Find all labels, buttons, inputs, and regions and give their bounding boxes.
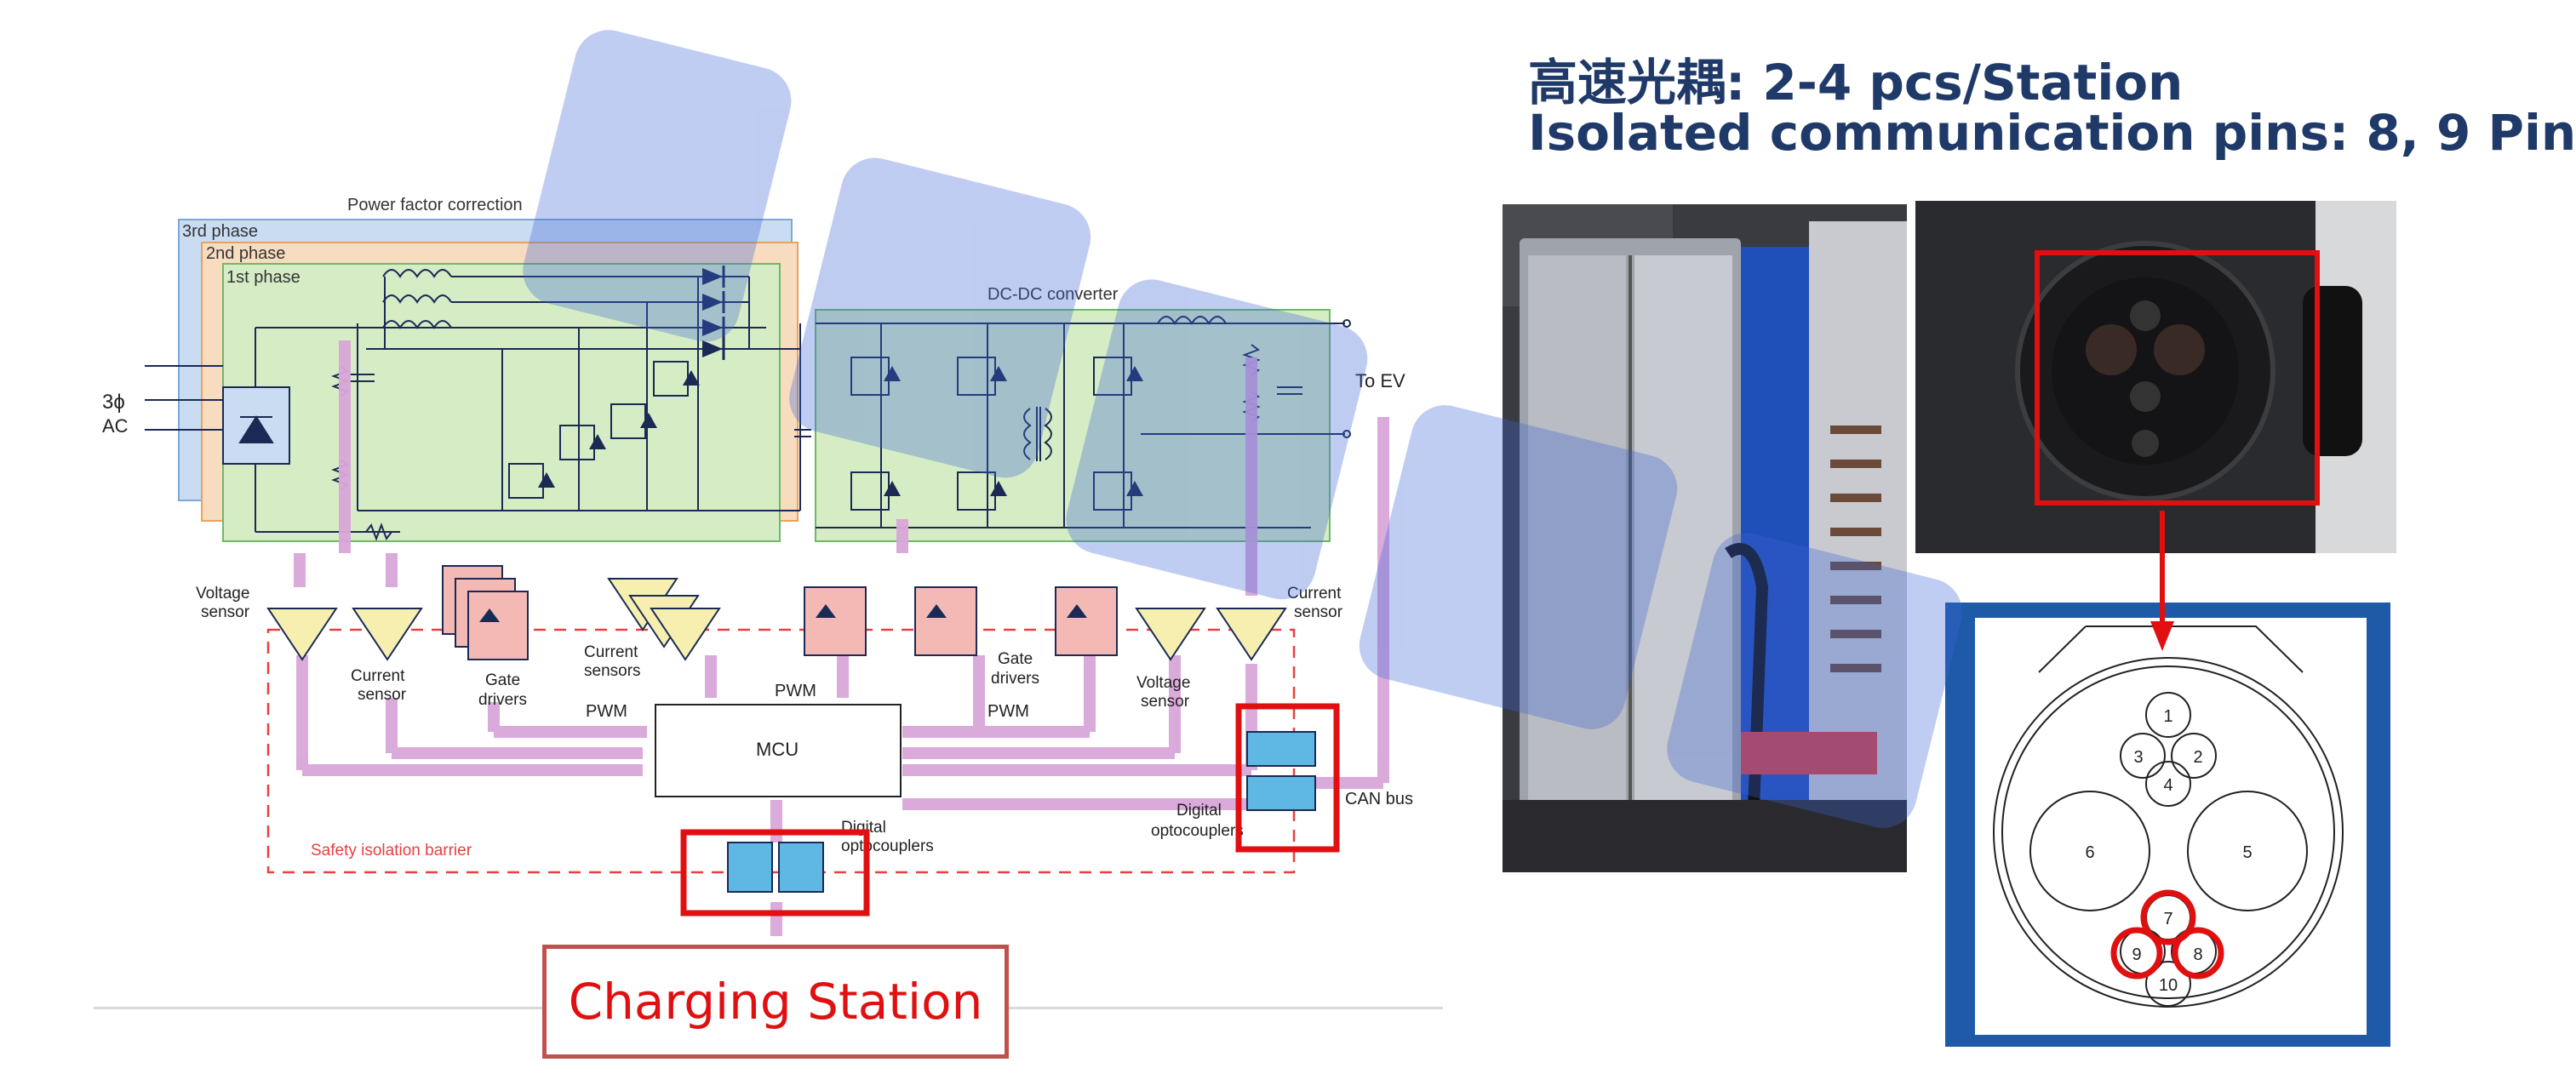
inlet-to-diagram-arrow	[2150, 511, 2174, 651]
voltage-sensor-left-label2: sensor	[201, 603, 250, 621]
mcu-block	[655, 704, 902, 797]
pin-4-label: 4	[2163, 776, 2172, 795]
ev-inlet-photo	[1915, 201, 2396, 553]
can-bus-label: CAN bus	[1345, 790, 1413, 808]
highlight-bottom-opto	[680, 829, 870, 917]
phase1-label: 1st phase	[226, 268, 301, 287]
pin-10-label: 10	[2159, 976, 2178, 995]
pin-2-label: 2	[2193, 748, 2202, 767]
pwm-top-label: PWM	[775, 682, 816, 700]
dcdc-box	[815, 309, 1331, 542]
gate-drivers-left-label1: Gate	[485, 671, 520, 689]
pin-9-label: 9	[2132, 945, 2141, 964]
current-sensors-mid-label2: sensors	[584, 662, 641, 680]
pwm-left-label: PWM	[586, 702, 627, 721]
ac-label-2: AC	[102, 415, 129, 437]
gate-drivers-left-label2: drivers	[478, 691, 527, 709]
mcu-label: MCU	[756, 739, 799, 760]
pin-6-label: 6	[2085, 843, 2094, 862]
phase3-label: 3rd phase	[182, 222, 258, 241]
charger-block-diagram: Power factor correction 3rd phase 2nd ph…	[102, 196, 1413, 936]
voltage-sensor-right-label2: sensor	[1141, 693, 1190, 711]
voltage-sensor-left-label1: Voltage	[196, 585, 249, 603]
charging-station-label: Charging Station	[568, 973, 983, 1031]
connector-diagram-panel: 1 2 3 4 5 6 7 8 9 10	[1945, 603, 2390, 1047]
current-sensor-left-label1: Current	[351, 667, 405, 685]
current-sensors-mid	[650, 608, 721, 661]
to-ev-label: To EV	[1355, 370, 1405, 391]
current-sensor-right-label2: sensor	[1294, 603, 1343, 621]
pin-5-label: 5	[2242, 843, 2252, 862]
voltage-sensor-right	[1135, 608, 1206, 661]
pin-7-label: 7	[2163, 910, 2172, 928]
highlight-right-opto	[1235, 703, 1340, 853]
pfc-title: Power factor correction	[347, 196, 523, 214]
pin-1-label: 1	[2163, 707, 2172, 726]
charging-station-box: Charging Station	[542, 945, 1009, 1059]
voltage-sensor-left	[266, 608, 338, 661]
slide-heading-line1: 高速光耦: 2-4 pcs/Station	[1528, 54, 2184, 111]
connector-pin-diagram: 1 2 3 4 5 6 7 8 9 10	[1975, 618, 2367, 1035]
digital-opto-bottom-label2: optocouplers	[841, 837, 934, 855]
pin-8-label: 8	[2193, 945, 2202, 964]
current-sensor-left	[352, 608, 423, 661]
digital-opto-right-label1: Digital	[1176, 802, 1222, 820]
highlight-pin-8	[2172, 927, 2224, 980]
charger-cabinet-photo	[1503, 204, 1907, 872]
pwm-right-label: PWM	[987, 702, 1029, 721]
pin-3-label: 3	[2133, 748, 2143, 767]
current-sensors-mid-label1: Current	[584, 643, 638, 661]
current-sensor-right-label1: Current	[1287, 585, 1342, 603]
digital-opto-right-label2: optocouplers	[1151, 822, 1244, 840]
gate-drivers-right-label1: Gate	[998, 650, 1033, 668]
gate-drivers-right-label2: drivers	[991, 670, 1039, 688]
inlet-highlight-box	[2035, 250, 2320, 506]
barrier-label: Safety isolation barrier	[311, 842, 472, 860]
phase2-label: 2nd phase	[206, 244, 285, 263]
slide-heading-line2: Isolated communication pins: 8, 9 Pin	[1528, 104, 2576, 162]
highlight-pin-9	[2110, 927, 2163, 980]
voltage-sensor-right-label1: Voltage	[1136, 674, 1190, 692]
gate-drivers-left	[467, 591, 529, 660]
dcdc-title: DC-DC converter	[987, 285, 1119, 304]
current-sensor-left-label2: sensor	[358, 686, 407, 704]
current-sensor-right	[1216, 608, 1287, 661]
gate-drivers-right	[1055, 586, 1118, 656]
highlight-pin-7	[2140, 889, 2196, 945]
ac-label-1: 3ϕ	[102, 391, 125, 414]
